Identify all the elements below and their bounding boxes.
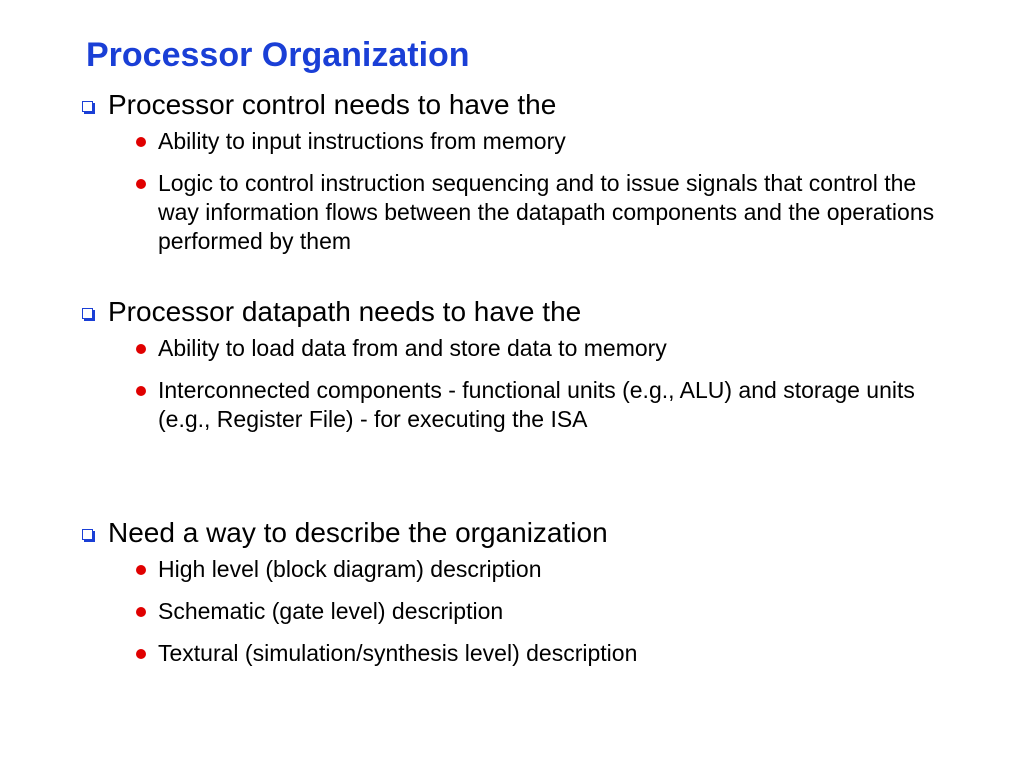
top-bullet: Processor datapath needs to have the	[78, 296, 978, 328]
round-bullet-icon	[134, 127, 158, 156]
list-item-text: Logic to control instruction sequencing …	[158, 170, 935, 254]
section-describe-organization: Need a way to describe the organization …	[78, 517, 978, 681]
square-bullet-icon	[78, 517, 108, 549]
list-item: Interconnected components - functional u…	[134, 376, 978, 434]
list-item-text: Interconnected components - functional u…	[158, 377, 915, 432]
list-item: High level (block diagram) description	[134, 555, 978, 584]
list-item: Textural (simulation/synthesis level) de…	[134, 639, 978, 668]
section-heading: Processor datapath needs to have the	[108, 296, 582, 327]
round-bullet-icon	[134, 597, 158, 626]
section-heading: Processor control needs to have the	[108, 89, 557, 120]
list-item: Schematic (gate level) description	[134, 597, 978, 626]
top-bullet: Need a way to describe the organization	[78, 517, 978, 549]
square-bullet-icon	[78, 296, 108, 328]
list-item: Ability to input instructions from memor…	[134, 127, 978, 156]
sub-list: High level (block diagram) description S…	[78, 555, 978, 668]
section-heading: Need a way to describe the organization	[108, 517, 608, 548]
round-bullet-icon	[134, 334, 158, 363]
section-processor-datapath: Processor datapath needs to have the Abi…	[78, 296, 978, 447]
round-bullet-icon	[134, 639, 158, 668]
list-item-text: Ability to load data from and store data…	[158, 335, 667, 361]
list-item-text: Ability to input instructions from memor…	[158, 128, 566, 154]
section-processor-control: Processor control needs to have the Abil…	[78, 89, 978, 269]
slide-title: Processor Organization	[86, 36, 470, 74]
list-item: Logic to control instruction sequencing …	[134, 169, 978, 256]
list-item-text: High level (block diagram) description	[158, 556, 542, 582]
round-bullet-icon	[134, 169, 158, 198]
list-item: Ability to load data from and store data…	[134, 334, 978, 363]
list-item-text: Schematic (gate level) description	[158, 598, 504, 624]
list-item-text: Textural (simulation/synthesis level) de…	[158, 640, 638, 666]
sub-list: Ability to input instructions from memor…	[78, 127, 978, 256]
square-bullet-icon	[78, 89, 108, 121]
sub-list: Ability to load data from and store data…	[78, 334, 978, 434]
round-bullet-icon	[134, 555, 158, 584]
round-bullet-icon	[134, 376, 158, 405]
top-bullet: Processor control needs to have the	[78, 89, 978, 121]
